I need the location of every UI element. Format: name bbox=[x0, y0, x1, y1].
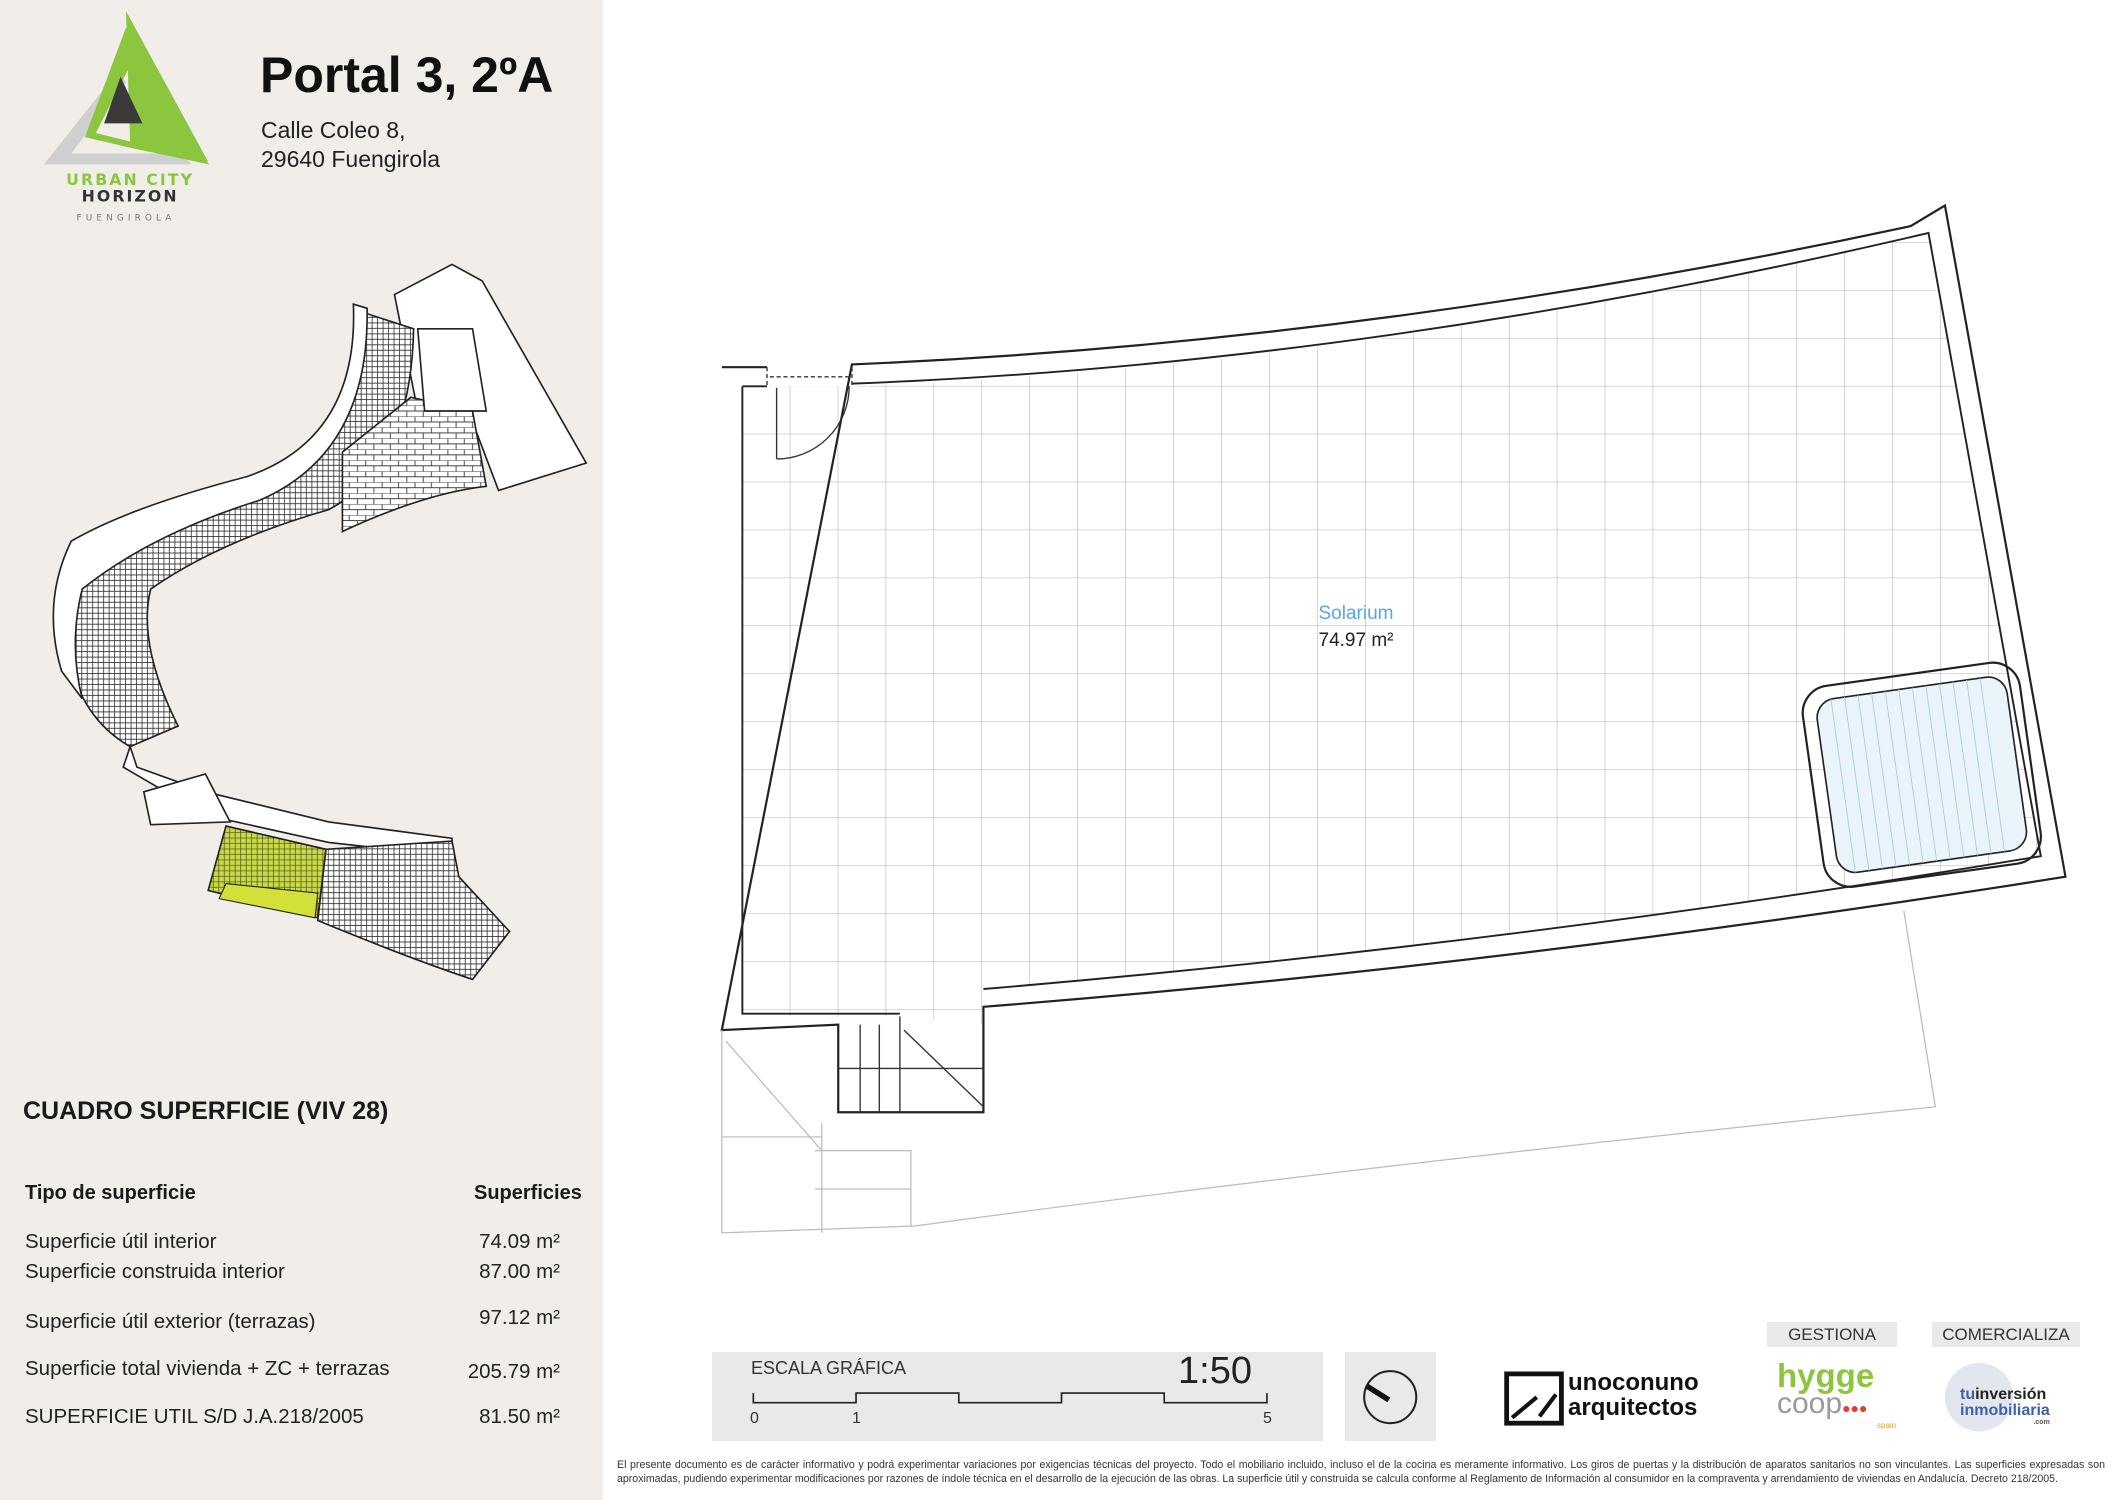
tuinversion-logo-icon bbox=[1944, 1362, 2014, 1432]
table-row-value: 97.12 m² bbox=[479, 1306, 560, 1329]
hygge-spain-text: spain bbox=[1877, 1421, 1897, 1430]
logo-line3: FUENGIROLA bbox=[77, 214, 176, 224]
tuinversion-logo: tuinversión inmobiliaria .com bbox=[1960, 1387, 2050, 1427]
scale-tick-5: 5 bbox=[1263, 1410, 1272, 1427]
table-row-value: 87.00 m² bbox=[479, 1260, 560, 1283]
column-header-type: Tipo de superficie bbox=[25, 1182, 196, 1204]
page-title: Portal 3, 2ºA bbox=[260, 47, 554, 103]
table-row-value: 205.79 m² bbox=[467, 1360, 560, 1383]
floor-plan bbox=[720, 203, 2067, 1234]
inversion-text: inversión bbox=[1975, 1386, 2047, 1403]
brand-logo: URBAN CITY HORIZON FUENGIROLA bbox=[43, 11, 210, 224]
column-header-value: Superficies bbox=[474, 1182, 582, 1204]
scale-bar bbox=[752, 1392, 1268, 1404]
inmobiliaria-text: inmobiliaria bbox=[1960, 1402, 2050, 1419]
scale-label: ESCALA GRÁFICA bbox=[751, 1358, 907, 1378]
hygge-dots-icon: ●●● bbox=[1842, 1400, 1868, 1416]
hygge-text: hygge bbox=[1777, 1357, 1875, 1394]
room-name-solarium: Solarium bbox=[1318, 603, 1394, 624]
site-plan bbox=[52, 263, 588, 981]
scale-ratio: 1:50 bbox=[1178, 1350, 1252, 1392]
table-row-label: Superficie útil exterior (terrazas) bbox=[25, 1310, 316, 1333]
gestiona-label: GESTIONA bbox=[1767, 1322, 1897, 1347]
scale-tick-0: 0 bbox=[750, 1410, 759, 1427]
scale-tick-1: 1 bbox=[852, 1410, 861, 1427]
tu-com-text: .com bbox=[2033, 1419, 2050, 1426]
comercializa-label: COMERCIALIZA bbox=[1932, 1322, 2080, 1347]
north-arrow-icon bbox=[1363, 1370, 1418, 1425]
logo-line2: HORIZON bbox=[82, 186, 179, 205]
sidebar-panel bbox=[0, 0, 603, 1500]
logo-line1: URBAN CITY bbox=[66, 170, 194, 189]
legal-disclaimer: El presente documento es de carácter inf… bbox=[617, 1459, 2105, 1485]
unoconuno-logo: unoconuno arquitectos bbox=[1568, 1370, 1699, 1420]
hygge-coop-text: coop●●● bbox=[1777, 1387, 1896, 1422]
hygge-coop-logo: hygge coop●●● spain bbox=[1777, 1357, 1897, 1430]
room-area-solarium: 74.97 m² bbox=[1318, 630, 1394, 651]
address-city: 29640 Fuengirola bbox=[261, 146, 441, 172]
table-row-label: SUPERFICIE UTIL S/D J.A.218/2005 bbox=[25, 1405, 364, 1428]
table-row-value: 81.50 m² bbox=[479, 1405, 560, 1428]
table-row-label: Superficie útil interior bbox=[25, 1230, 217, 1253]
architect-line1: unoconuno bbox=[1568, 1369, 1699, 1396]
architect-line2: arquitectos bbox=[1568, 1394, 1698, 1421]
table-row-label: Superficie total vivienda + ZC + terraza… bbox=[25, 1357, 390, 1380]
address-street: Calle Coleo 8, bbox=[261, 117, 406, 143]
tu-text: tu bbox=[1960, 1386, 1976, 1403]
unoconuno-logo-icon bbox=[1504, 1371, 1564, 1426]
table-row-value: 74.09 m² bbox=[479, 1230, 560, 1253]
table-row-label: Superficie construida interior bbox=[25, 1260, 285, 1283]
coop-text: coop bbox=[1777, 1387, 1843, 1420]
surface-table-title: CUADRO SUPERFICIE (VIV 28) bbox=[23, 1097, 389, 1125]
